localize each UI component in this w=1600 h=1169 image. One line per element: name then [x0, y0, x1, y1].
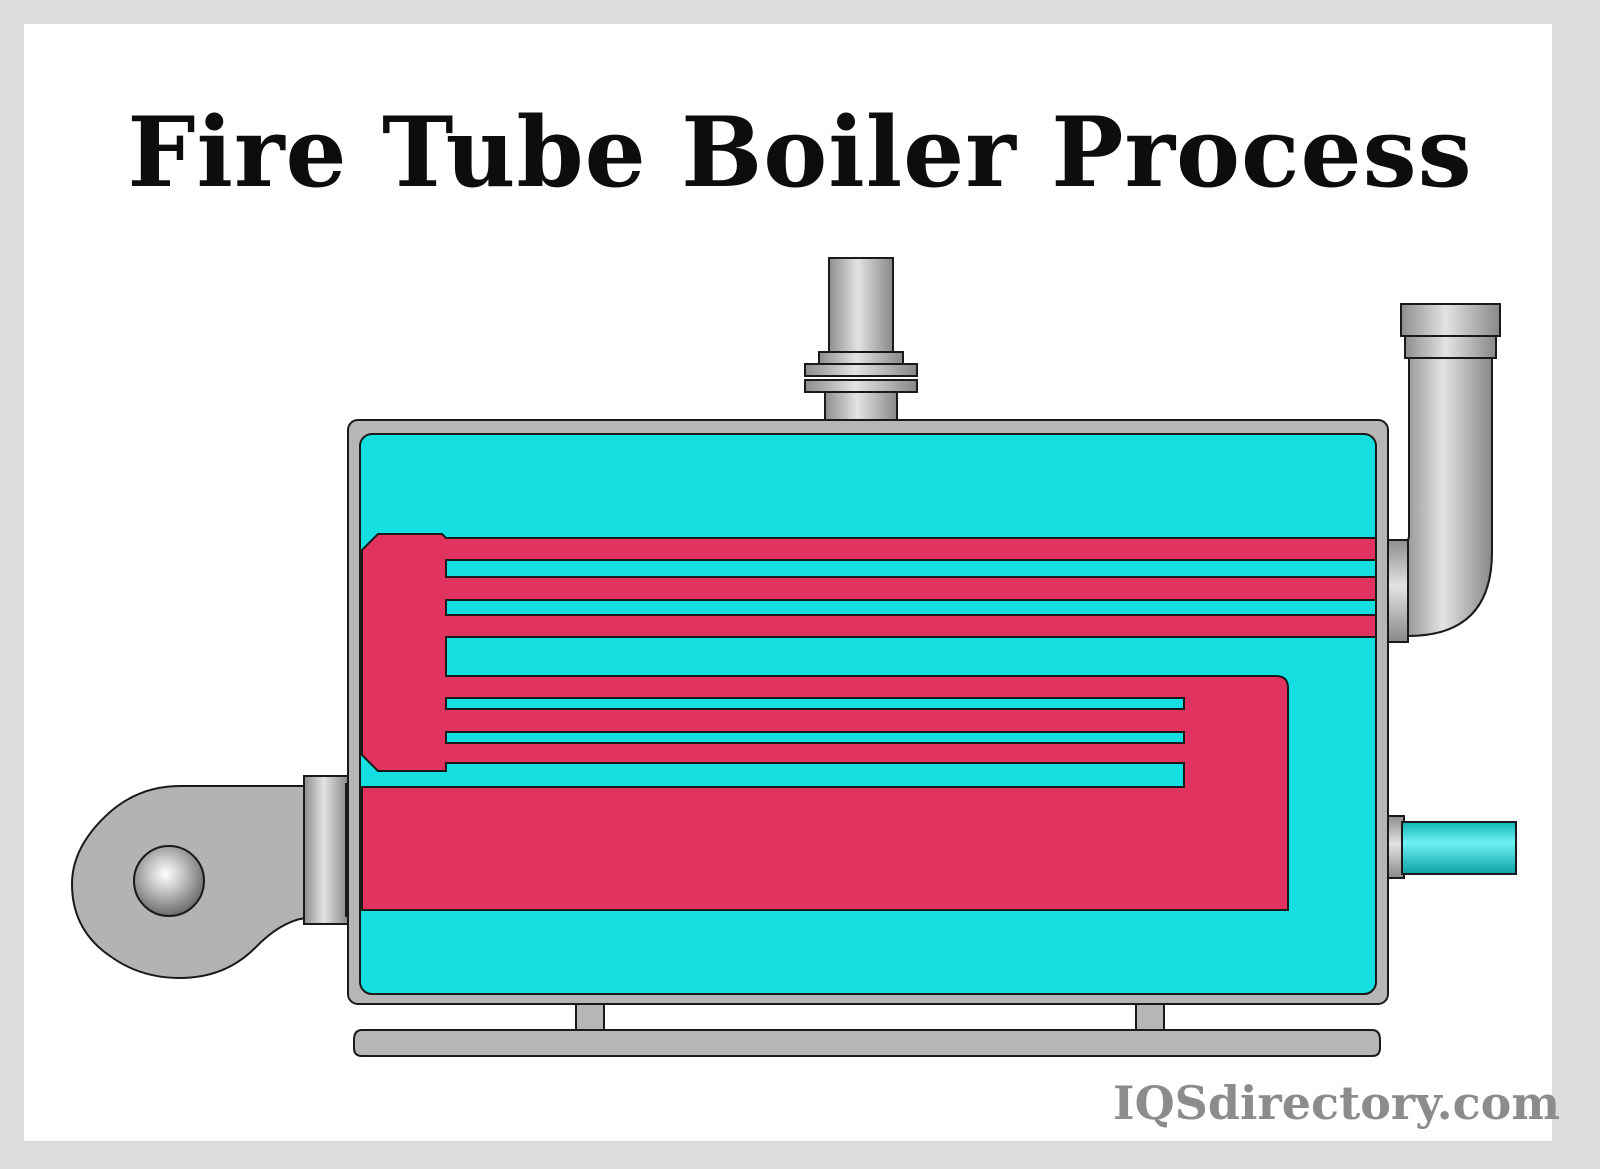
burner-knob-icon — [133, 845, 205, 917]
boiler-support-stand — [353, 1002, 1381, 1057]
exhaust-chimney — [1387, 303, 1501, 643]
burner-housing — [70, 775, 361, 980]
hot-gas-path — [361, 533, 1377, 911]
diagram-title: Fire Tube Boiler Process — [127, 96, 1473, 209]
water-inlet-pipe — [1385, 815, 1517, 879]
watermark-logo: IQSdirectory.com — [1113, 1076, 1560, 1130]
fire-tube-water-gaps — [445, 697, 1185, 744]
steam-outlet-nozzle — [804, 257, 918, 423]
